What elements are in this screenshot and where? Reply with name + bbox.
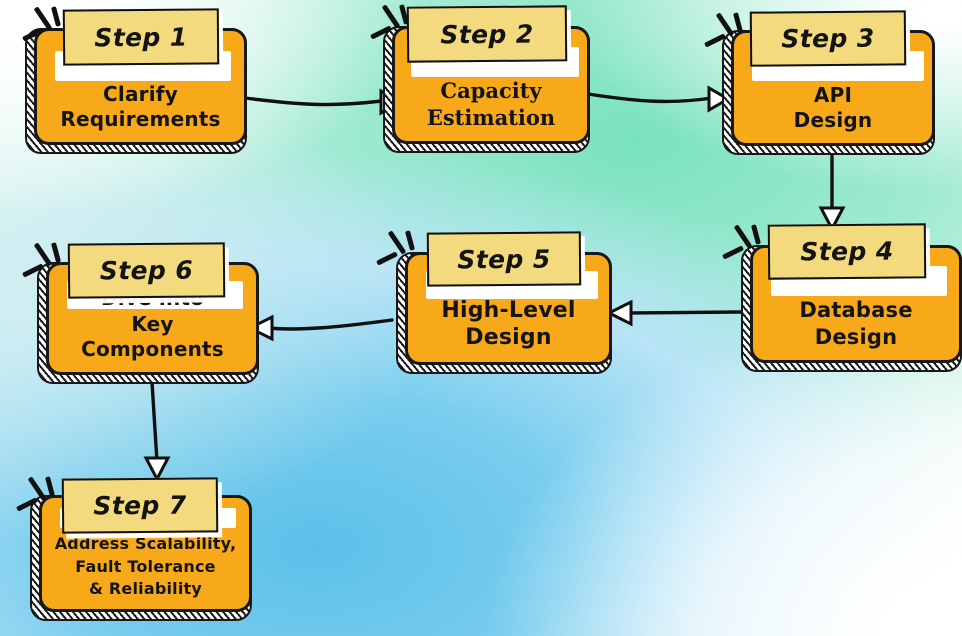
step-card-text: Clarify Requirements: [60, 81, 221, 131]
spark-icon-6: [18, 242, 74, 302]
arrow-step3-to-step4: [818, 153, 846, 233]
step-card-text: Address Scalability, Fault Tolerance & R…: [54, 533, 237, 599]
spark-icon-2: [364, 4, 420, 64]
step-banner-5[interactable]: Step 5: [426, 231, 582, 287]
card-body: Dive into Key Components: [46, 262, 259, 375]
arrow-step5-to-step6: [246, 314, 394, 342]
step-card-text: High-Level Design: [441, 297, 576, 351]
arrow-step1-to-step2: [243, 88, 403, 116]
spark-icon-4: [718, 224, 774, 284]
step-card-text: Capacity Estimation: [426, 78, 556, 130]
step-banner-7[interactable]: Step 7: [61, 477, 219, 534]
step-banner-3[interactable]: Step 3: [749, 10, 907, 67]
step-banner-1[interactable]: Step 1: [62, 8, 220, 66]
step-card-6[interactable]: Dive into Key Components: [37, 262, 259, 384]
step-card-text: Database Design: [799, 298, 913, 349]
step-card-text: API Design: [793, 82, 873, 132]
step-banner-2[interactable]: Step 2: [406, 5, 568, 63]
arrow-step2-to-step3: [586, 85, 731, 113]
step-banner-6[interactable]: Step 6: [67, 242, 226, 299]
step-card-text: Dive into Key Components: [81, 286, 224, 361]
arrow-step4-to-step5: [605, 299, 742, 327]
spark-icon-1: [14, 6, 70, 68]
spark-icon-5: [372, 230, 428, 290]
step-banner-4[interactable]: Step 4: [767, 223, 927, 280]
spark-icon-7: [12, 476, 68, 536]
arrow-step6-to-step7: [143, 380, 171, 483]
spark-icon-3: [700, 12, 756, 72]
